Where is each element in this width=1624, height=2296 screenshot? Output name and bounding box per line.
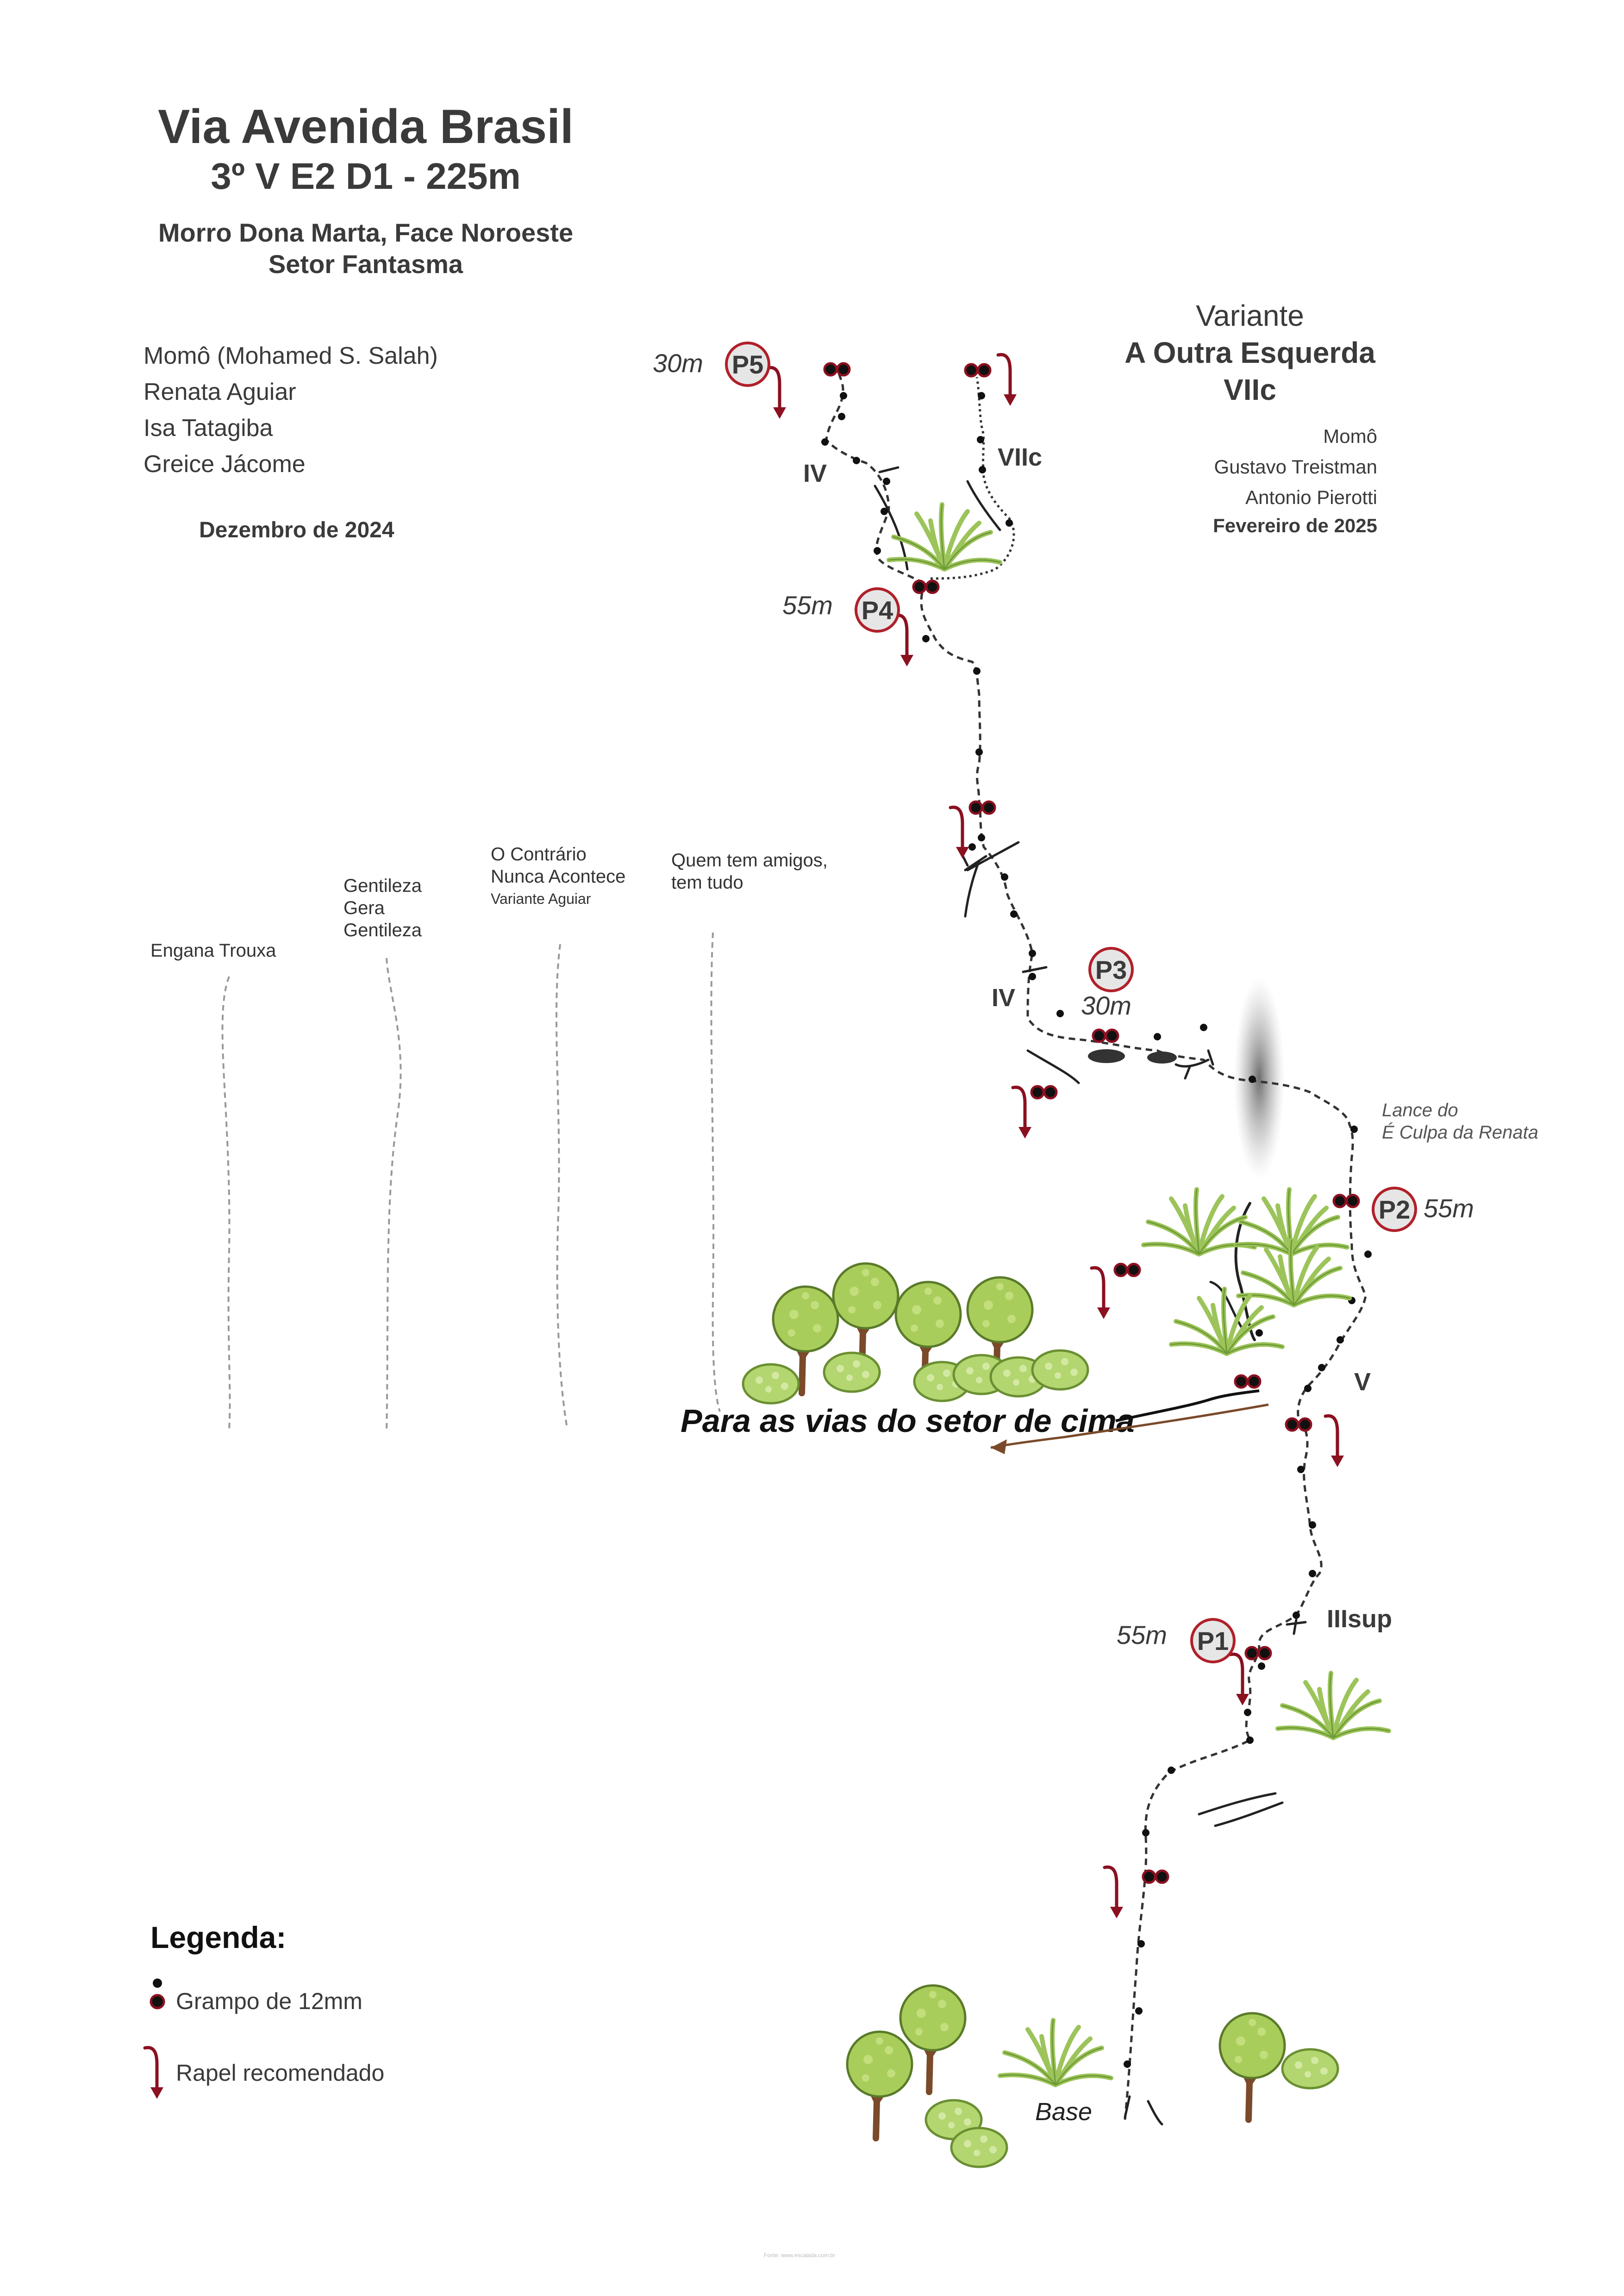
rappel-variant — [998, 355, 1017, 406]
rappel-p2-left — [1092, 1268, 1110, 1319]
rappel-p3-left — [1013, 1087, 1031, 1139]
variant-date: Fevereiro de 2025 — [1213, 515, 1377, 536]
rock-blocks — [1088, 1049, 1177, 1064]
crux-note: Lance do É Culpa da Renata — [1382, 1099, 1538, 1144]
base-label: Base — [1035, 2098, 1093, 2126]
legend-bolt-label: Grampo de 12mm — [176, 1988, 362, 2014]
p3-length: 30m — [1081, 991, 1131, 1020]
upper-route-lines — [825, 365, 1015, 585]
p1-length: 55m — [1117, 1620, 1167, 1649]
route-gentileza-l1: Gentileza — [344, 876, 422, 896]
variant-grade: VIIc — [1224, 373, 1276, 406]
p4-length: 55m — [782, 591, 833, 620]
anchor-ledge-left — [1235, 1375, 1260, 1388]
grade-p5-left: IV — [803, 460, 827, 487]
footer-source: Fonte: www.escalada.com.br — [764, 2252, 836, 2259]
author-2: Renata Aguiar — [144, 379, 296, 405]
vegetation — [743, 504, 1389, 2167]
crux-shading — [1234, 977, 1285, 1180]
anchor-p3 — [1093, 1030, 1118, 1042]
route-title: Via Avenida Brasil — [158, 100, 574, 154]
rock-features — [874, 466, 1307, 2126]
grade-p1: IIIsup — [1327, 1605, 1393, 1633]
neighbor-route-lines — [221, 932, 721, 1431]
route-o-contrario-sub: Variante Aguiar — [491, 890, 591, 907]
author-list: Momô (Mohamed S. Salah) Renata Aguiar Is… — [144, 338, 438, 482]
legend-title: Legenda: — [150, 1920, 287, 1954]
route-gentileza-l3: Gentileza — [344, 920, 422, 940]
location-line-2: Setor Fantasma — [268, 249, 463, 279]
svg-text:P2: P2 — [1379, 1195, 1411, 1224]
variant-author-3: Antonio Pierotti — [1245, 486, 1377, 508]
anchor-p2-left — [1115, 1264, 1140, 1276]
variant-author-1: Momô — [1323, 425, 1377, 447]
variant-author-2: Gustavo Treistman — [1214, 456, 1377, 478]
variant-name: A Outra Esquerda — [1124, 336, 1375, 369]
route-date: Dezembro de 2024 — [199, 518, 394, 542]
p2-length: 55m — [1424, 1194, 1474, 1223]
rappel-p5 — [768, 367, 786, 419]
main-route-line — [920, 582, 1367, 2120]
anchor-p2 — [1334, 1195, 1359, 1207]
route-quem-l2: tem tudo — [671, 872, 743, 893]
rappel-ledge — [1325, 1416, 1344, 1467]
route-gentileza: Gentileza Gera Gentileza — [344, 875, 422, 941]
rappel-low — [1105, 1867, 1123, 1918]
author-3: Isa Tatagiba — [144, 415, 273, 442]
crux-note-l1: Lance do — [1382, 1100, 1458, 1120]
route-o-contrario-l2: Nunca Acontece — [491, 866, 626, 887]
variant-heading: Variante — [1196, 299, 1304, 332]
route-grade-line: 3º V E2 D1 - 225m — [211, 156, 521, 197]
rappel-mid-upper — [950, 807, 969, 859]
p5-length: 30m — [653, 348, 703, 378]
route-o-contrario: O Contrário Nunca Acontece Variante Agui… — [491, 843, 625, 910]
rappel-p4 — [895, 615, 913, 666]
anchor-ledge — [1286, 1419, 1311, 1431]
svg-text:P5: P5 — [732, 350, 764, 379]
author-4: Greice Jácome — [144, 451, 306, 478]
anchor-p3-left — [1031, 1086, 1056, 1098]
legend-rappel-icon — [145, 2047, 163, 2099]
location-line-1: Morro Dona Marta, Face Noroeste — [158, 218, 574, 247]
svg-text:P1: P1 — [1197, 1626, 1229, 1655]
svg-text:P3: P3 — [1095, 955, 1127, 984]
svg-text:P4: P4 — [862, 596, 893, 625]
rappel-p1 — [1230, 1654, 1249, 1705]
crux-note-l2: É Culpa da Renata — [1382, 1122, 1539, 1143]
upper-sector-trail — [990, 1403, 1269, 1449]
variant-authors: Momô Gustavo Treistman Antonio Pierotti — [1111, 421, 1377, 513]
belay-markers: P5 P4 P3 P2 P1 — [725, 342, 1417, 1663]
anchor-p4 — [913, 581, 938, 593]
author-1: Momô (Mohamed S. Salah) — [144, 342, 438, 369]
grade-p3: IV — [992, 984, 1016, 1012]
anchor-p5 — [824, 363, 849, 375]
anchor-mid-upper — [970, 802, 995, 814]
dike-line — [1115, 1389, 1260, 1422]
route-quem-l1: Quem tem amigos, — [671, 850, 828, 871]
route-gentileza-l2: Gera — [344, 898, 385, 918]
anchor-variant — [965, 364, 990, 376]
grade-p2: V — [1354, 1368, 1371, 1396]
upper-sector-label: Para as vias do setor de cima — [681, 1403, 1135, 1439]
route-o-contrario-l1: O Contrário — [491, 844, 587, 865]
bolts — [821, 392, 1372, 2068]
anchor-low — [1143, 1871, 1168, 1883]
legend-rappel-label: Rapel recomendado — [176, 2060, 385, 2086]
route-engana-trouxa: Engana Trouxa — [150, 940, 276, 961]
route-quem-tem-amigos: Quem tem amigos, tem tudo — [671, 849, 828, 894]
legend-bolt-icon — [150, 1979, 165, 2010]
grade-p5-right: VIIc — [998, 443, 1043, 471]
